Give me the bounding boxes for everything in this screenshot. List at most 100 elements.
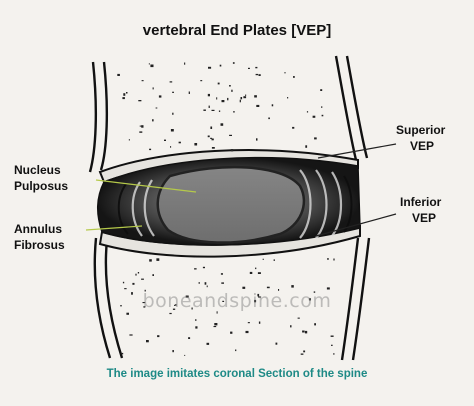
bone-speckle <box>208 66 212 69</box>
bone-speckle <box>188 337 191 339</box>
bone-speckle <box>300 353 304 355</box>
bone-speckle <box>258 321 261 324</box>
left-cortex <box>88 61 124 359</box>
bone-speckle <box>202 266 205 269</box>
bone-speckle <box>194 268 197 270</box>
bone-speckle <box>152 119 154 122</box>
bone-speckle <box>258 74 261 76</box>
bone-speckle <box>211 147 215 149</box>
bone-speckle <box>139 125 143 127</box>
bone-speckle <box>126 92 128 94</box>
bone-speckle <box>157 335 160 338</box>
bone-speckle <box>156 258 160 261</box>
bone-speckle <box>262 258 264 260</box>
bone-speckle <box>249 271 253 274</box>
bone-speckle <box>303 350 306 353</box>
bone-speckle <box>139 131 143 133</box>
bone-speckle <box>175 304 177 306</box>
bone-speckle <box>247 322 250 324</box>
label-superior-vep: Superior VEP <box>396 122 445 154</box>
bone-speckle <box>255 73 259 76</box>
bone-speckle <box>217 82 220 85</box>
bone-speckle <box>287 97 289 99</box>
bone-speckle <box>245 94 247 96</box>
bone-speckle <box>306 111 309 113</box>
bone-speckle <box>195 319 197 321</box>
bone-speckle <box>124 288 127 290</box>
bone-speckle <box>172 350 174 353</box>
bone-speckle <box>164 139 166 141</box>
bone-speckle <box>128 139 130 141</box>
pointer-lines <box>85 143 397 237</box>
bone-speckle <box>170 146 172 148</box>
bone-speckle <box>312 115 316 118</box>
bone-speckle <box>200 80 203 82</box>
bone-speckle <box>222 300 225 302</box>
label-inferior-vep: Inferior VEP <box>400 194 441 226</box>
watermark: boneandspine.com <box>142 290 332 312</box>
bone-speckle <box>213 326 217 328</box>
bone-speckle <box>258 296 261 298</box>
bone-speckle <box>293 76 295 78</box>
bone-speckle <box>278 289 280 291</box>
bone-speckle <box>232 62 235 64</box>
bone-speckle <box>129 334 133 336</box>
bone-speckle <box>266 286 270 289</box>
bone-speckle <box>152 274 154 276</box>
bone-speckle <box>120 305 122 307</box>
bone-speckle <box>198 282 200 284</box>
bone-speckle <box>248 67 250 69</box>
label-nucleus-pulposus: Nucleus Pulposus <box>14 162 68 194</box>
bone-speckle <box>206 285 208 288</box>
bone-speckle <box>137 272 140 274</box>
bone-speckle <box>135 273 137 276</box>
bone-speckle <box>142 302 146 304</box>
bone-speckle <box>188 91 190 94</box>
bone-speckle <box>150 64 154 68</box>
bone-speckle <box>333 353 335 355</box>
bone-speckle <box>219 64 222 67</box>
label-annulus-fibrosus: Annulus Fibrosus <box>14 221 65 253</box>
bone-speckle <box>172 308 176 310</box>
bone-speckle <box>291 285 294 288</box>
bone-speckle <box>138 100 142 102</box>
bone-speckle <box>292 126 295 129</box>
bone-speckle <box>216 311 218 314</box>
bone-speckle <box>321 114 324 117</box>
bone-speckle <box>172 112 174 115</box>
bone-speckle <box>174 304 176 306</box>
label-annulus-line1: Annulus <box>14 222 62 236</box>
label-nucleus-line1: Nucleus <box>14 163 61 177</box>
bone-speckle <box>141 125 144 128</box>
bone-speckle <box>221 282 224 284</box>
label-inferior-line2: VEP <box>412 211 437 225</box>
bone-speckle <box>321 106 323 108</box>
bone-speckle <box>268 117 270 120</box>
bone-speckle <box>231 89 233 92</box>
bone-speckle <box>143 306 146 308</box>
bone-speckle <box>304 330 308 334</box>
bone-speckle <box>240 97 243 100</box>
bone-speckle <box>229 134 232 136</box>
bone-speckle <box>305 145 308 148</box>
bone-speckle <box>148 63 150 65</box>
bone-speckle <box>203 109 206 111</box>
bone-speckle <box>146 340 149 343</box>
bone-speckle <box>131 292 133 295</box>
caption: The image imitates coronal Section of th… <box>106 368 368 380</box>
bone-speckle <box>141 278 144 280</box>
bone-speckle <box>178 141 181 144</box>
bone-speckle <box>290 325 292 328</box>
trabecular-bone-texture <box>117 62 335 356</box>
bone-speckle <box>314 323 316 326</box>
bone-speckle <box>256 138 258 141</box>
bone-speckle <box>242 286 246 289</box>
bone-speckle <box>230 331 233 334</box>
bone-speckle <box>271 104 274 107</box>
bone-speckle <box>120 352 124 355</box>
label-superior-line1: Superior <box>396 123 446 137</box>
bone-speckle <box>211 138 214 141</box>
label-nucleus-line2: Pulposus <box>14 179 69 193</box>
bone-speckle <box>227 97 229 101</box>
bone-speckle <box>207 135 210 138</box>
